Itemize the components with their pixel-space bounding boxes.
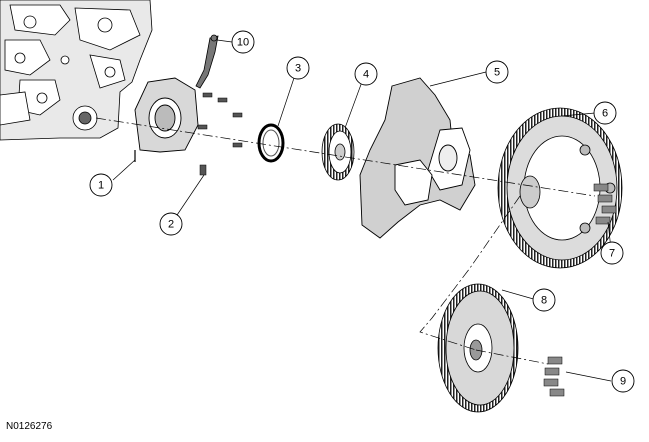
callout-5: 5 xyxy=(485,60,509,84)
callout-label: 8 xyxy=(541,295,547,307)
callout-circle xyxy=(159,212,183,236)
callout-4: 4 xyxy=(354,62,378,86)
callout-7: 7 xyxy=(600,241,624,265)
reluctor-ring xyxy=(321,123,355,181)
callout-circle xyxy=(600,241,624,265)
callout-group: 1 2 3 4 5 6 7 8 9 10 xyxy=(89,30,635,393)
callout-6: 6 xyxy=(593,101,617,125)
callout-label: 5 xyxy=(494,67,500,79)
callout-label: 2 xyxy=(168,219,174,231)
seal-retainer-plate xyxy=(134,77,199,162)
callout-circle xyxy=(286,56,310,80)
callout-label: 1 xyxy=(98,180,104,192)
flexplate-bolts xyxy=(593,183,617,225)
callout-label: 6 xyxy=(602,108,608,120)
callout-circle xyxy=(485,60,509,84)
flywheel xyxy=(437,283,519,413)
callout-2: 2 xyxy=(159,212,183,236)
callout-circle xyxy=(593,101,617,125)
callout-8: 8 xyxy=(532,288,556,312)
callout-label: 10 xyxy=(237,37,249,49)
callout-circle xyxy=(231,30,255,54)
callout-label: 7 xyxy=(609,248,615,260)
crankshaft-seal xyxy=(257,123,285,163)
adapter-plate xyxy=(359,77,476,239)
callout-1: 1 xyxy=(89,173,113,197)
flexplate xyxy=(497,107,623,269)
engine-block xyxy=(0,0,153,141)
callout-circle xyxy=(532,288,556,312)
callout-3: 3 xyxy=(286,56,310,80)
callout-10: 10 xyxy=(231,30,255,54)
figure-id: N0126276 xyxy=(6,421,53,432)
callout-circle xyxy=(611,369,635,393)
assembly-centerline xyxy=(95,117,596,365)
callout-circle xyxy=(89,173,113,197)
callout-circle xyxy=(354,62,378,86)
callout-9: 9 xyxy=(611,369,635,393)
sensor-harness xyxy=(195,34,219,89)
callout-label: 3 xyxy=(295,63,301,75)
callout-label: 4 xyxy=(363,69,369,81)
flywheel-bolts xyxy=(543,356,565,397)
retainer-bolts xyxy=(197,92,243,176)
callout-label: 9 xyxy=(620,376,626,388)
